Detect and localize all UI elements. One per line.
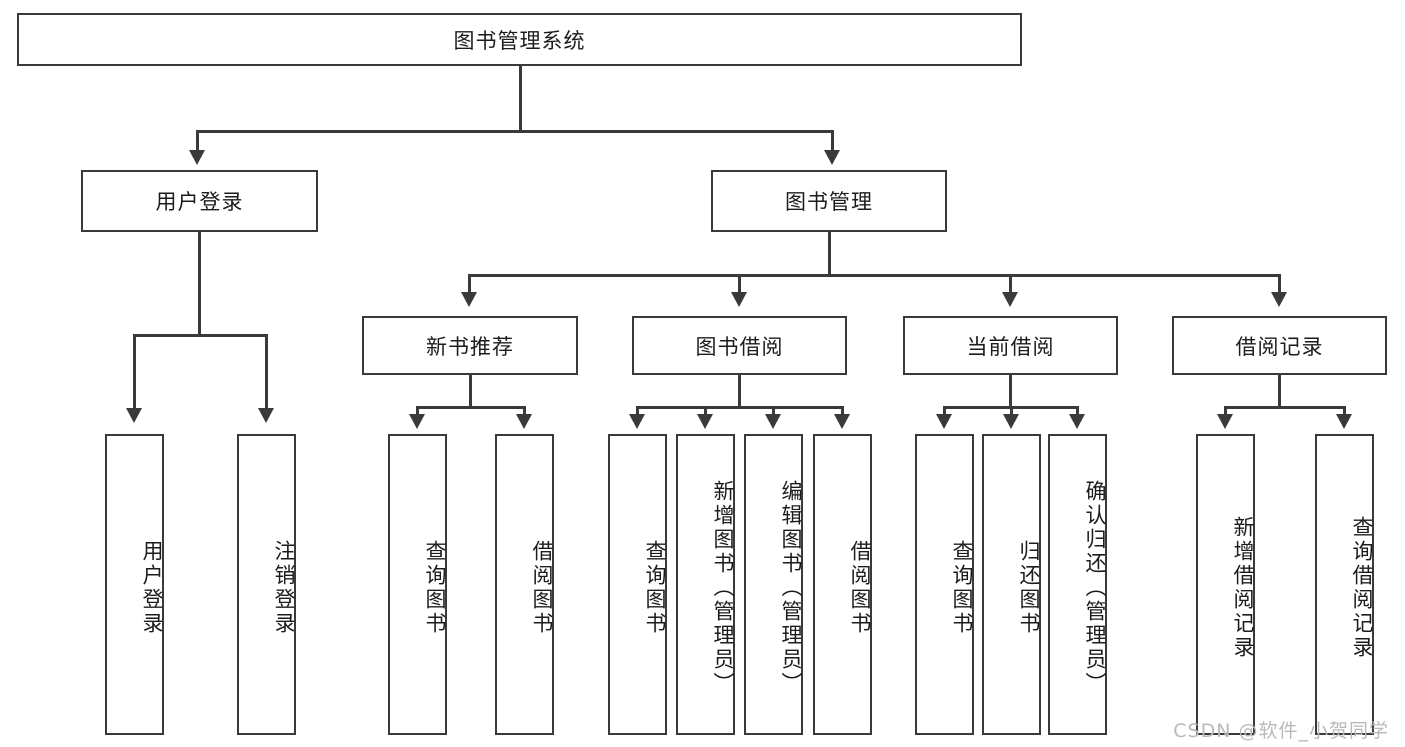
edge-cb-drop-1 <box>943 406 946 416</box>
edge-bm-drop-new-book <box>468 274 471 294</box>
edge-cb-drop-2 <box>1010 406 1013 416</box>
arrow-to-borrow-record <box>1271 292 1287 307</box>
node-label: 用户登录 <box>140 539 164 636</box>
node-label: 查询图书 <box>950 539 974 636</box>
node-book-manage[interactable]: 图书管理 <box>711 170 947 232</box>
node-label: 用户登录 <box>155 190 244 214</box>
leaf-bb-borrow-book[interactable]: 借阅图书 <box>813 434 872 735</box>
leaf-bb-edit-book[interactable]: 编辑图书（管理员） <box>744 434 803 735</box>
node-label: 注销登录 <box>272 539 296 636</box>
node-label: 新书推荐 <box>426 334 514 359</box>
edge-user-login-drop-2 <box>265 334 268 410</box>
edge-root-to-user-login <box>196 130 199 152</box>
node-label: 编辑图书（管理员） <box>779 479 803 696</box>
arrow-to-leaf-bb-borrow-book <box>834 414 850 429</box>
arrow-to-book-manage <box>824 150 840 165</box>
edge-user-login-drop-1 <box>133 334 136 410</box>
node-user-login[interactable]: 用户登录 <box>81 170 318 232</box>
edge-bm-drop-book-borrow <box>738 274 741 294</box>
edge-bm-drop-borrow-record <box>1278 274 1281 294</box>
node-borrow-record[interactable]: 借阅记录 <box>1172 316 1387 375</box>
arrow-to-leaf-bb-query-book <box>629 414 645 429</box>
edge-cb-drop-3 <box>1076 406 1079 416</box>
arrow-to-leaf-cb-return-book <box>1003 414 1019 429</box>
node-label: 借阅图书 <box>530 539 554 636</box>
arrow-to-book-borrow <box>731 292 747 307</box>
node-label: 确认归还（管理员） <box>1083 479 1107 696</box>
edge-bb-drop-1 <box>636 406 639 416</box>
leaf-nbr-query-book[interactable]: 查询图书 <box>388 434 447 735</box>
node-label: 新增借阅记录 <box>1231 515 1255 660</box>
edge-nbr-drop-1 <box>416 406 419 416</box>
leaf-bb-add-book[interactable]: 新增图书（管理员） <box>676 434 735 735</box>
leaf-user-login[interactable]: 用户登录 <box>105 434 164 735</box>
edge-bb-bus <box>636 406 844 409</box>
edge-bb-stem <box>738 375 741 408</box>
node-label: 图书管理系统 <box>453 28 586 53</box>
edge-user-login-stem <box>198 232 201 336</box>
edge-nbr-bus <box>416 406 526 409</box>
node-label: 归还图书 <box>1017 539 1041 636</box>
arrow-to-leaf-br-query-record <box>1336 414 1352 429</box>
edge-bb-drop-2 <box>704 406 707 416</box>
edge-nbr-drop-2 <box>523 406 526 416</box>
leaf-br-add-record[interactable]: 新增借阅记录 <box>1196 434 1255 735</box>
leaf-cb-confirm-return[interactable]: 确认归还（管理员） <box>1048 434 1107 735</box>
edge-br-drop-1 <box>1224 406 1227 416</box>
leaf-cb-return-book[interactable]: 归还图书 <box>982 434 1041 735</box>
edge-root-bus <box>196 130 834 133</box>
arrow-to-leaf-cb-confirm-return <box>1069 414 1085 429</box>
arrow-to-leaf-logout <box>258 408 274 423</box>
leaf-cb-query-book[interactable]: 查询图书 <box>915 434 974 735</box>
edge-user-login-bus <box>133 334 268 337</box>
leaf-br-query-record[interactable]: 查询借阅记录 <box>1315 434 1374 735</box>
node-label: 查询借阅记录 <box>1350 515 1374 660</box>
edge-nbr-stem <box>469 375 472 408</box>
node-label: 借阅图书 <box>848 539 872 636</box>
arrow-to-leaf-nbr-query-book <box>409 414 425 429</box>
arrow-to-current-borrow <box>1002 292 1018 307</box>
arrow-to-leaf-br-add-record <box>1217 414 1233 429</box>
node-label: 图书借阅 <box>695 334 784 359</box>
edge-book-manage-stem <box>828 232 831 276</box>
edge-bb-drop-4 <box>841 406 844 416</box>
leaf-logout[interactable]: 注销登录 <box>237 434 296 735</box>
edge-br-bus <box>1224 406 1346 409</box>
arrow-to-leaf-bb-edit-book <box>765 414 781 429</box>
edge-bb-drop-3 <box>772 406 775 416</box>
arrow-to-user-login <box>189 150 205 165</box>
node-label: 新增图书（管理员） <box>711 479 735 696</box>
edge-root-to-book-manage <box>831 130 834 152</box>
leaf-nbr-borrow-book[interactable]: 借阅图书 <box>495 434 554 735</box>
node-label: 当前借阅 <box>966 334 1055 359</box>
node-label: 图书管理 <box>785 190 873 214</box>
node-label: 查询图书 <box>643 539 667 636</box>
arrow-to-leaf-user-login <box>126 408 142 423</box>
node-label: 查询图书 <box>423 539 447 636</box>
edge-br-stem <box>1278 375 1281 408</box>
edge-cb-stem <box>1009 375 1012 408</box>
node-new-book-recommend[interactable]: 新书推荐 <box>362 316 578 375</box>
edge-book-manage-bus <box>468 274 1280 277</box>
arrow-to-leaf-bb-add-book <box>697 414 713 429</box>
leaf-bb-query-book[interactable]: 查询图书 <box>608 434 667 735</box>
edge-root-stem <box>519 66 522 132</box>
node-root-system[interactable]: 图书管理系统 <box>17 13 1022 66</box>
arrow-to-new-book-recommend <box>461 292 477 307</box>
node-book-borrow[interactable]: 图书借阅 <box>632 316 847 375</box>
edge-br-drop-2 <box>1343 406 1346 416</box>
node-label: 借阅记录 <box>1235 334 1324 359</box>
node-current-borrow[interactable]: 当前借阅 <box>903 316 1118 375</box>
arrow-to-leaf-nbr-borrow-book <box>516 414 532 429</box>
edge-bm-drop-current-borrow <box>1009 274 1012 294</box>
arrow-to-leaf-cb-query-book <box>936 414 952 429</box>
